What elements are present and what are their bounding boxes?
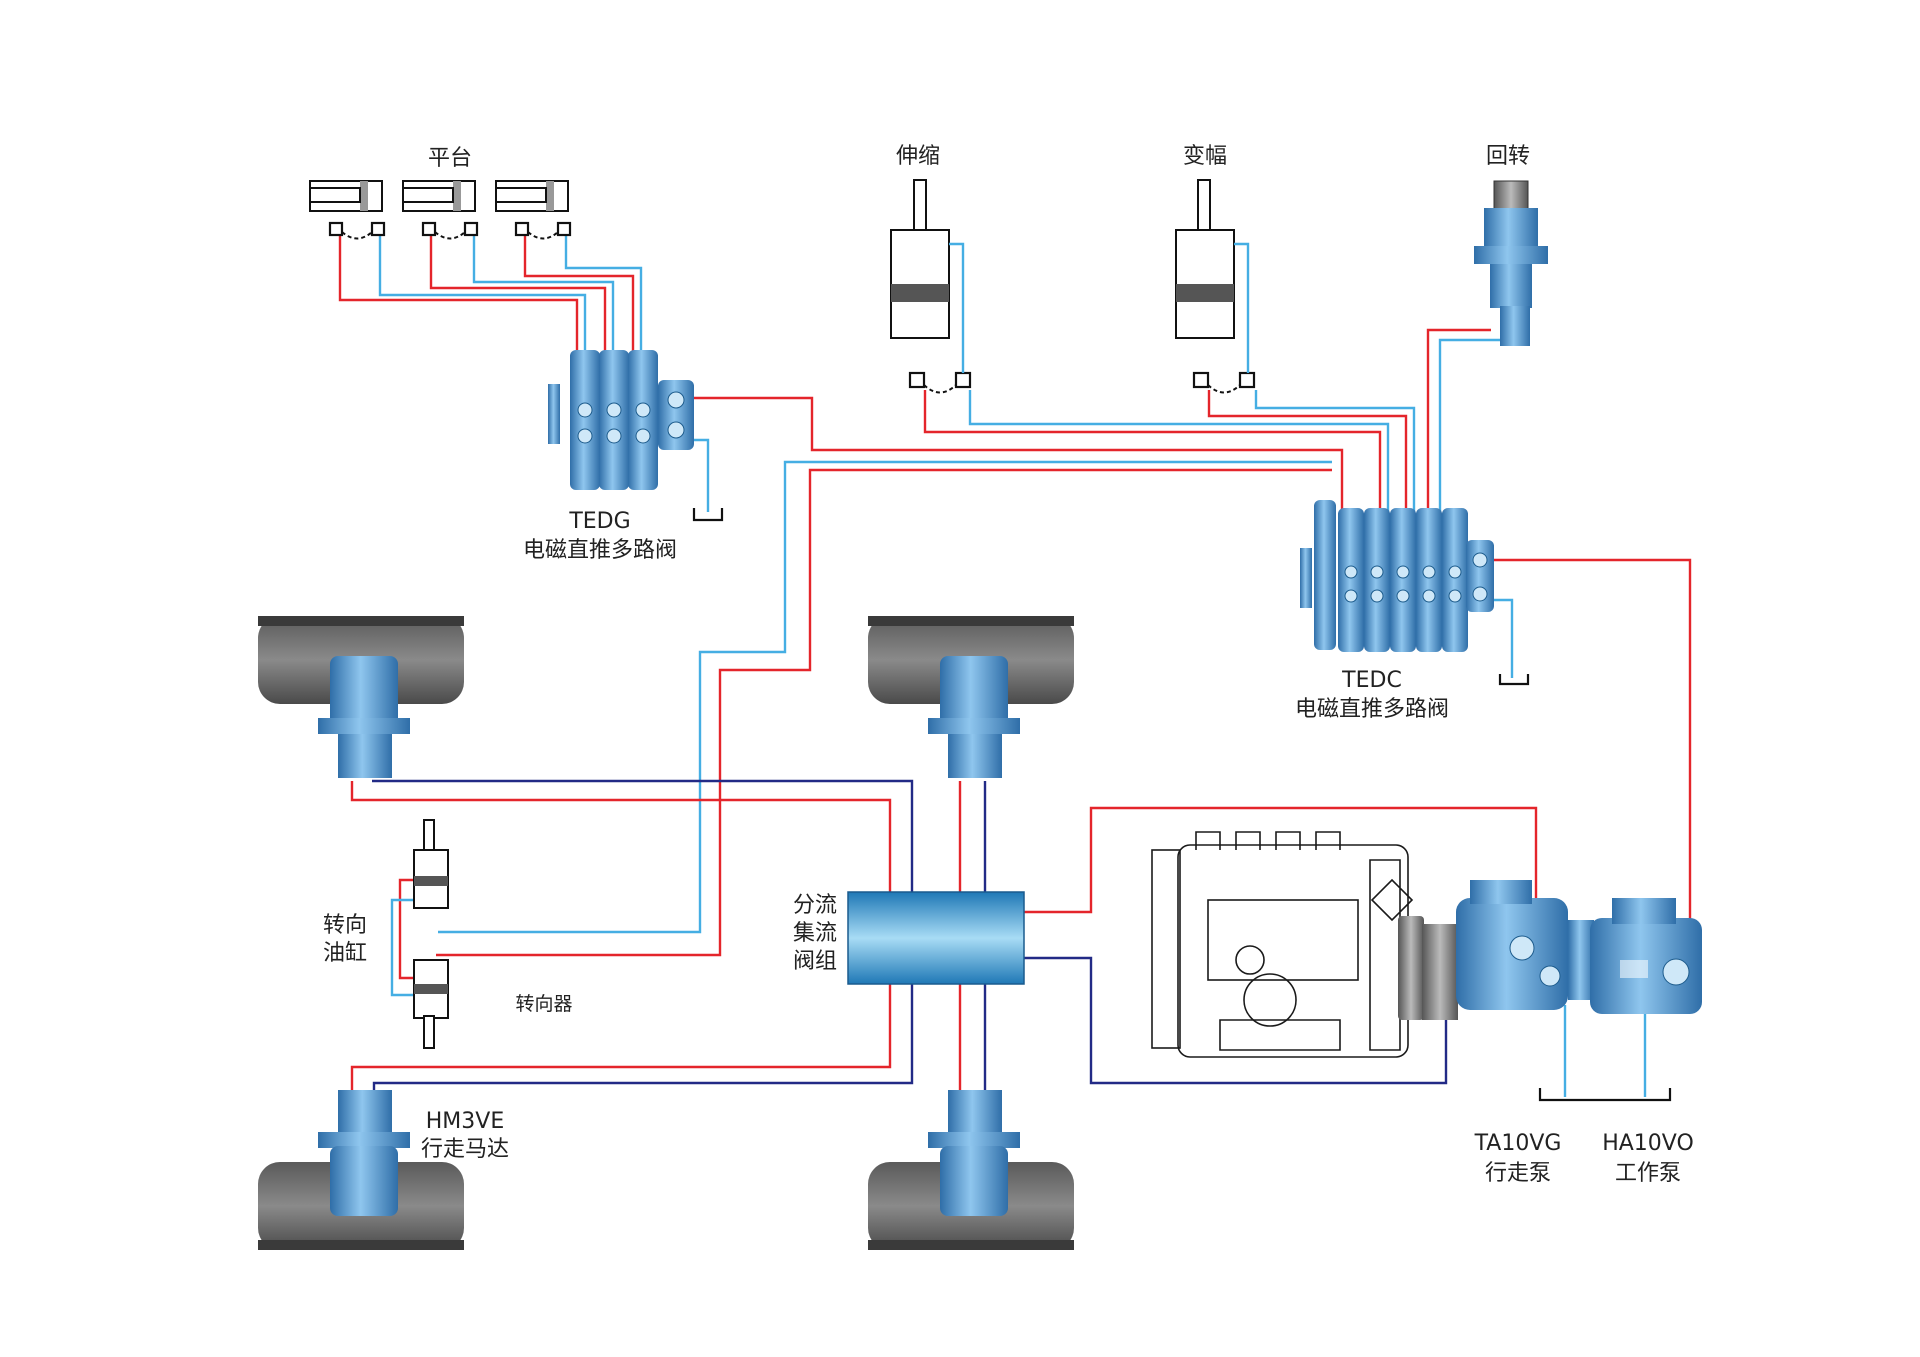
label-steering-unit: 转向器 — [515, 993, 572, 1015]
steer-cyl-line-b — [390, 898, 418, 997]
engine — [1151, 831, 1414, 1058]
platform-cylinder-3 — [495, 180, 572, 240]
tedc-tank-symbol — [1498, 674, 1530, 686]
label-platform: 平台 — [428, 146, 472, 171]
divider-valve-block — [847, 891, 1025, 985]
tedc-pump-link — [1490, 558, 1692, 940]
platform-pipes — [338, 236, 643, 378]
label-motor-model: HM3VE — [426, 1109, 504, 1134]
steering-cylinder — [413, 819, 449, 909]
label-tedc-model: TEDC — [1341, 668, 1402, 693]
label-divider-line3: 阀组 — [793, 949, 837, 974]
steer-cyl-line-a — [398, 878, 418, 980]
luffing-cylinder — [1175, 179, 1256, 394]
slewing-motor — [1474, 180, 1548, 346]
label-steer-cyl-line2: 油缸 — [323, 941, 367, 966]
label-motor-name: 行走马达 — [421, 1137, 509, 1162]
platform-cylinder-1 — [309, 180, 386, 240]
wheel-rear-right — [868, 1090, 1074, 1250]
wheel-front-left — [258, 616, 464, 778]
tedc-valve — [1300, 500, 1494, 652]
label-luffing: 变幅 — [1183, 144, 1227, 169]
label-travel-pump-name: 行走泵 — [1485, 1161, 1551, 1186]
label-tedg-name: 电磁直推多路阀 — [523, 538, 677, 563]
label-work-pump-name: 工作泵 — [1615, 1161, 1681, 1186]
tedg-tank-line — [690, 438, 710, 512]
tedc-tank-line — [1492, 598, 1514, 678]
label-travel-pump-model: TA10VG — [1474, 1131, 1562, 1156]
label-tedg-model: TEDG — [568, 509, 630, 534]
label-tedc-name: 电磁直推多路阀 — [1295, 697, 1449, 722]
platform-cylinder-2 — [402, 180, 479, 240]
platform-cylinders — [309, 180, 572, 240]
steering-return-line — [438, 460, 1332, 934]
tedc-actuator-pipes — [923, 328, 1512, 530]
ta10vg-pump — [1456, 880, 1568, 1010]
flywheel-housing — [1398, 916, 1458, 1020]
wheel-front-right — [868, 616, 1074, 778]
tedg-tedc-link — [676, 396, 1344, 530]
pump-tank-symbol — [1538, 1088, 1672, 1102]
steering-pressure-line — [436, 468, 1332, 957]
label-telescope: 伸缩 — [896, 144, 940, 169]
label-steer-cyl-line1: 转向 — [323, 913, 367, 938]
label-divider-line2: 集流 — [793, 921, 837, 946]
steering-unit-cylinder — [413, 959, 449, 1049]
label-divider-line1: 分流 — [793, 893, 837, 918]
label-work-pump-model: HA10VO — [1602, 1131, 1694, 1156]
label-slewing: 回转 — [1486, 144, 1530, 169]
ha10vo-pump — [1568, 898, 1702, 1014]
tedg-tank-symbol — [692, 508, 724, 522]
telescope-cylinder — [890, 179, 972, 394]
wheel-rear-left — [258, 1090, 464, 1250]
tedg-valve — [548, 350, 694, 490]
